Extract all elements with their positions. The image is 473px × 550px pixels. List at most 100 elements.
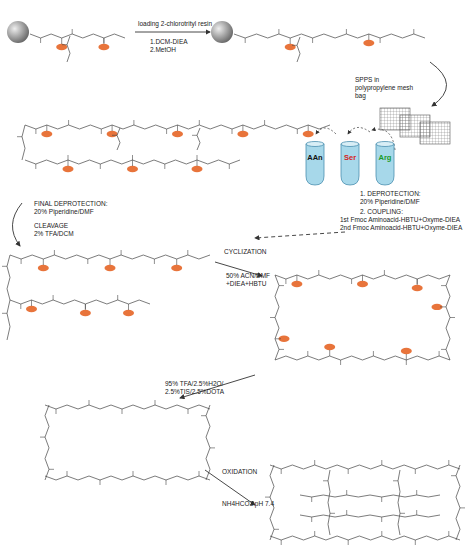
reaction-arrow [12, 203, 22, 246]
carbonyl-bond [35, 164, 36, 169]
carbonyl-bond [441, 285, 446, 286]
carbonyl-bond [311, 517, 312, 522]
carbonyl-bond [2, 266, 7, 267]
carbonyl-bond [197, 155, 198, 160]
reaction-tube: AAn [303, 140, 327, 186]
reaction-condition: NH4HCO3 pH 7.4 [222, 500, 274, 508]
reaction-condition: 2nd Fmoc Aminoacid-HBTU+Oxyme-DIEA [340, 224, 462, 232]
backbone-bond [7, 255, 10, 300]
carbonyl-bond [21, 259, 22, 264]
side-chain-bond [329, 350, 330, 356]
carbonyl-bond [292, 45, 297, 46]
side-chain-bond [128, 304, 129, 310]
protecting-group [324, 344, 335, 350]
carbonyl-bond [297, 129, 298, 134]
carbonyl-bond [270, 317, 275, 318]
carbonyl-bond [164, 164, 165, 169]
backbone-bond [456, 465, 460, 540]
carbonyl-bond [323, 480, 328, 481]
backbone-bond [446, 275, 450, 360]
backbone-bond [275, 356, 450, 360]
side-chain-bond [296, 275, 297, 281]
carbonyl-bond [348, 540, 349, 545]
carbonyl-bond [265, 497, 270, 498]
side-chain-bond [242, 125, 243, 131]
carbonyl-bond [117, 295, 118, 300]
protecting-group [63, 166, 74, 172]
carbonyl-bond [67, 471, 68, 476]
carbonyl-bond [381, 497, 382, 502]
side-chain-bond [68, 160, 69, 166]
peptide-structures [2, 29, 465, 545]
reaction-condition: 2% TFA/DCM [34, 230, 74, 238]
carbonyl-bond [279, 285, 284, 286]
side-chain-bond [43, 259, 44, 265]
backbone-bond [30, 34, 125, 38]
carbonyl-bond [400, 513, 405, 514]
carbonyl-bond [415, 540, 416, 545]
carbonyl-bond [448, 531, 449, 536]
carbonyl-bond [380, 38, 381, 43]
backbone-bond [300, 495, 440, 497]
tube-outline [373, 140, 397, 186]
reaction-condition: 2. COUPLING: [360, 208, 403, 216]
backbone-bond [117, 128, 120, 150]
carbonyl-bond [381, 517, 382, 522]
carbonyl-bond [133, 120, 134, 125]
tube-outline [338, 140, 362, 186]
carbonyl-bond [413, 29, 414, 34]
carbonyl-bond [103, 38, 104, 43]
side-chain-bond [46, 125, 47, 131]
carbonyl-bond [285, 279, 286, 284]
side-chain-bond [132, 160, 133, 166]
carbonyl-bond [17, 136, 22, 137]
carbonyl-bond [281, 469, 282, 474]
carbonyl-bond [450, 317, 455, 318]
side-chain-bond [417, 279, 418, 285]
protecting-group [98, 44, 109, 50]
side-chain-bond [112, 125, 113, 131]
carbonyl-bond [312, 38, 313, 43]
carbonyl-bond [373, 351, 374, 356]
carbonyl-bond [40, 437, 45, 438]
side-chain-bond [362, 275, 363, 281]
reaction-condition: 95% TFA/2.5%H2O/ [165, 380, 223, 388]
backbone-bond [197, 128, 200, 150]
carbonyl-bond [112, 135, 117, 136]
reaction-condition: 2.5%TIS/2.5%DOTA [165, 388, 224, 396]
protecting-group [80, 310, 91, 316]
carbonyl-bond [85, 304, 86, 309]
carbonyl-bond [278, 29, 279, 34]
side-chain-bond [290, 38, 291, 44]
carbonyl-bond [451, 475, 456, 476]
protecting-group [26, 306, 37, 312]
reaction-condition: 20% Piperidine/DMF [360, 198, 420, 206]
carbonyl-bond [393, 480, 398, 481]
backbone-bond [10, 255, 210, 259]
carbonyl-bond [415, 469, 416, 474]
carbonyl-bond [346, 510, 347, 515]
side-chain-bond [368, 34, 369, 40]
backbone-bond [45, 405, 49, 480]
tube-label: Arg [373, 153, 397, 162]
carbonyl-bond [192, 135, 197, 136]
carbonyl-bond [154, 259, 155, 264]
side-chain-bond [275, 338, 281, 339]
reaction-condition: 1st Fmoc Aminoacid-HBTU+Oxyme-DIEA [340, 216, 460, 224]
protecting-group [105, 265, 116, 271]
carbonyl-bond [121, 250, 122, 255]
carbonyl-bond [199, 471, 200, 476]
side-chain-bond [85, 304, 86, 310]
carbonyl-bond [188, 409, 189, 414]
cycle-arrow [348, 127, 370, 134]
side-chain-bond [31, 300, 32, 306]
carbonyl-bond [199, 120, 200, 125]
carbonyl-bond [166, 129, 167, 134]
carbonyl-bond [100, 164, 101, 169]
carbonyl-bond [72, 29, 73, 34]
carbonyl-bond [307, 351, 308, 356]
carbonyl-bond [132, 155, 133, 160]
carbonyl-bond [20, 304, 21, 309]
protecting-group [192, 166, 203, 172]
carbonyl-bond [133, 471, 134, 476]
